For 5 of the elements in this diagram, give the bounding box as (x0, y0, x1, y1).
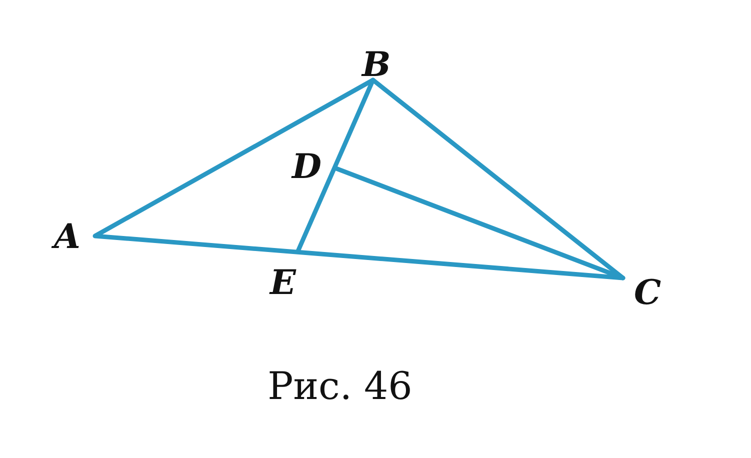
point-label: C (634, 276, 662, 310)
figure-caption: Рис. 46 (266, 364, 414, 408)
point-label: E (270, 266, 296, 300)
point-label: B (362, 48, 391, 82)
point-label: D (292, 150, 322, 184)
